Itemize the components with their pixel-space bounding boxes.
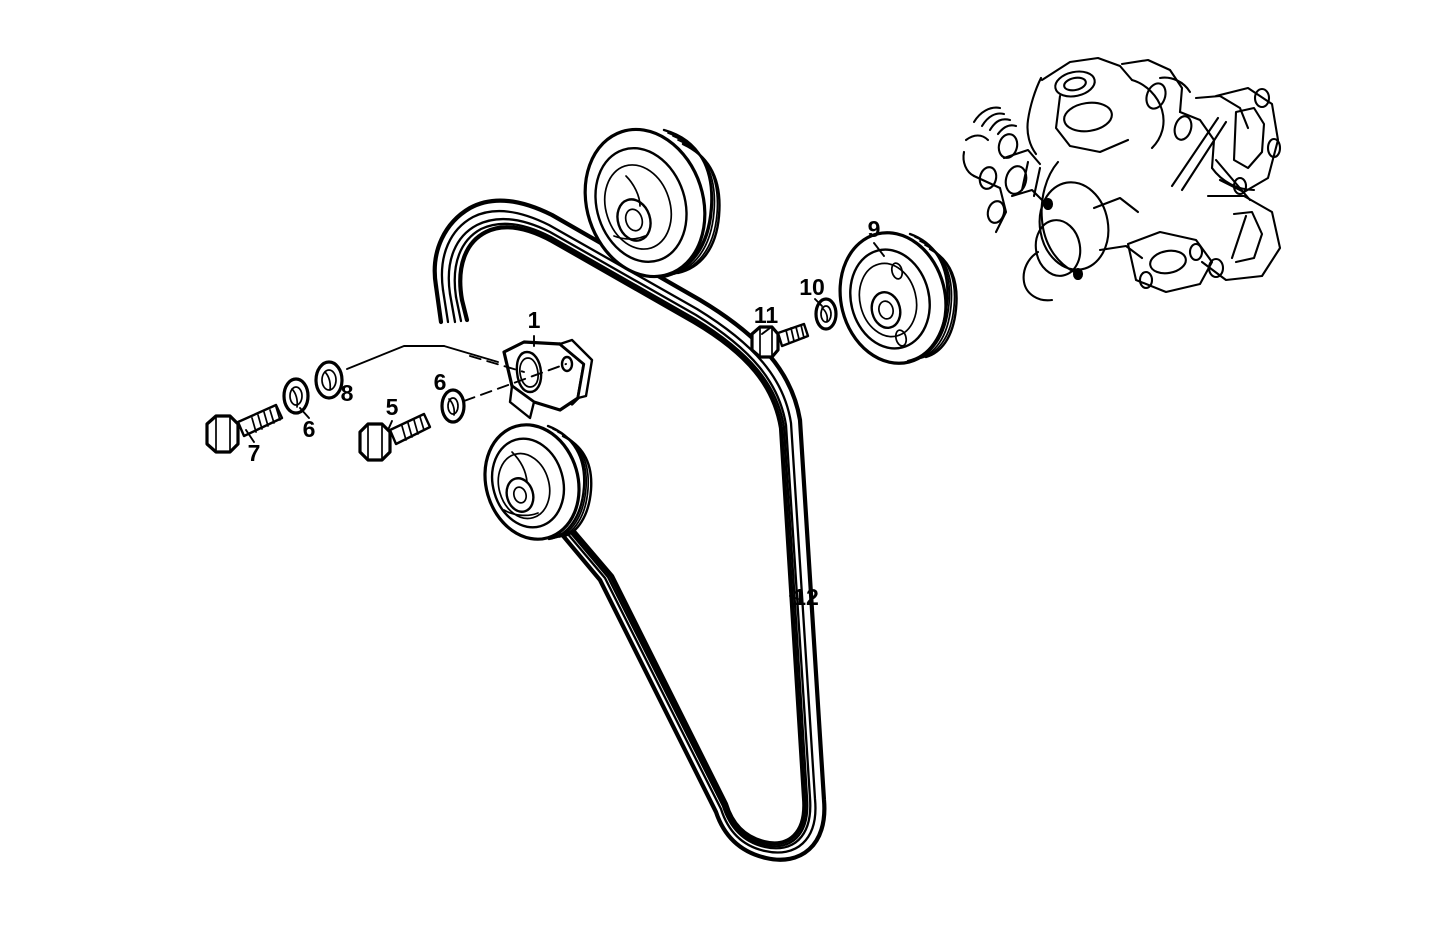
bolt-5 [358,412,432,462]
washer-10 [814,297,838,331]
leader-10 [814,298,823,307]
leader-8-slot [469,355,525,373]
callout-1: 1 [528,307,541,333]
washer-6-right [440,388,466,424]
callout-8: 8 [341,380,354,406]
poly-v-ribbed-belt [432,198,827,862]
leader-6-left [299,407,310,419]
crankshaft-ribbed-pulley [583,127,721,279]
callout-7: 7 [248,440,261,466]
callout-12: 12 [793,584,819,610]
spacer-washer-8 [314,360,344,400]
washer-6-left [282,377,310,415]
callout-labels: 1 5 6 6 7 8 9 10 11 12 [248,216,881,610]
bolt-7 [205,403,284,454]
bolt-11 [750,322,810,359]
leader-9 [873,242,885,257]
leader-8-bracket [346,345,445,370]
callout-10: 10 [799,274,825,300]
leader-5 [387,420,393,431]
callout-6a: 6 [303,416,316,442]
engine-bracket-casting [962,56,1282,302]
belt-cut-ends [433,283,470,325]
callout-6b: 6 [434,369,447,395]
leader-lines [245,242,885,600]
callout-11: 11 [754,302,779,328]
leader-11 [761,327,771,335]
callout-9: 9 [868,216,881,242]
callout-5: 5 [386,394,399,420]
tensioner-bracket-1 [502,338,594,420]
leader-12 [789,595,799,600]
leader-8-bracket-2 [443,345,499,363]
leader-7 [245,429,255,443]
leader-6-right [463,363,567,402]
ribbed-pulley-9 [838,231,958,365]
tensioner-idler-pulley [483,423,593,541]
